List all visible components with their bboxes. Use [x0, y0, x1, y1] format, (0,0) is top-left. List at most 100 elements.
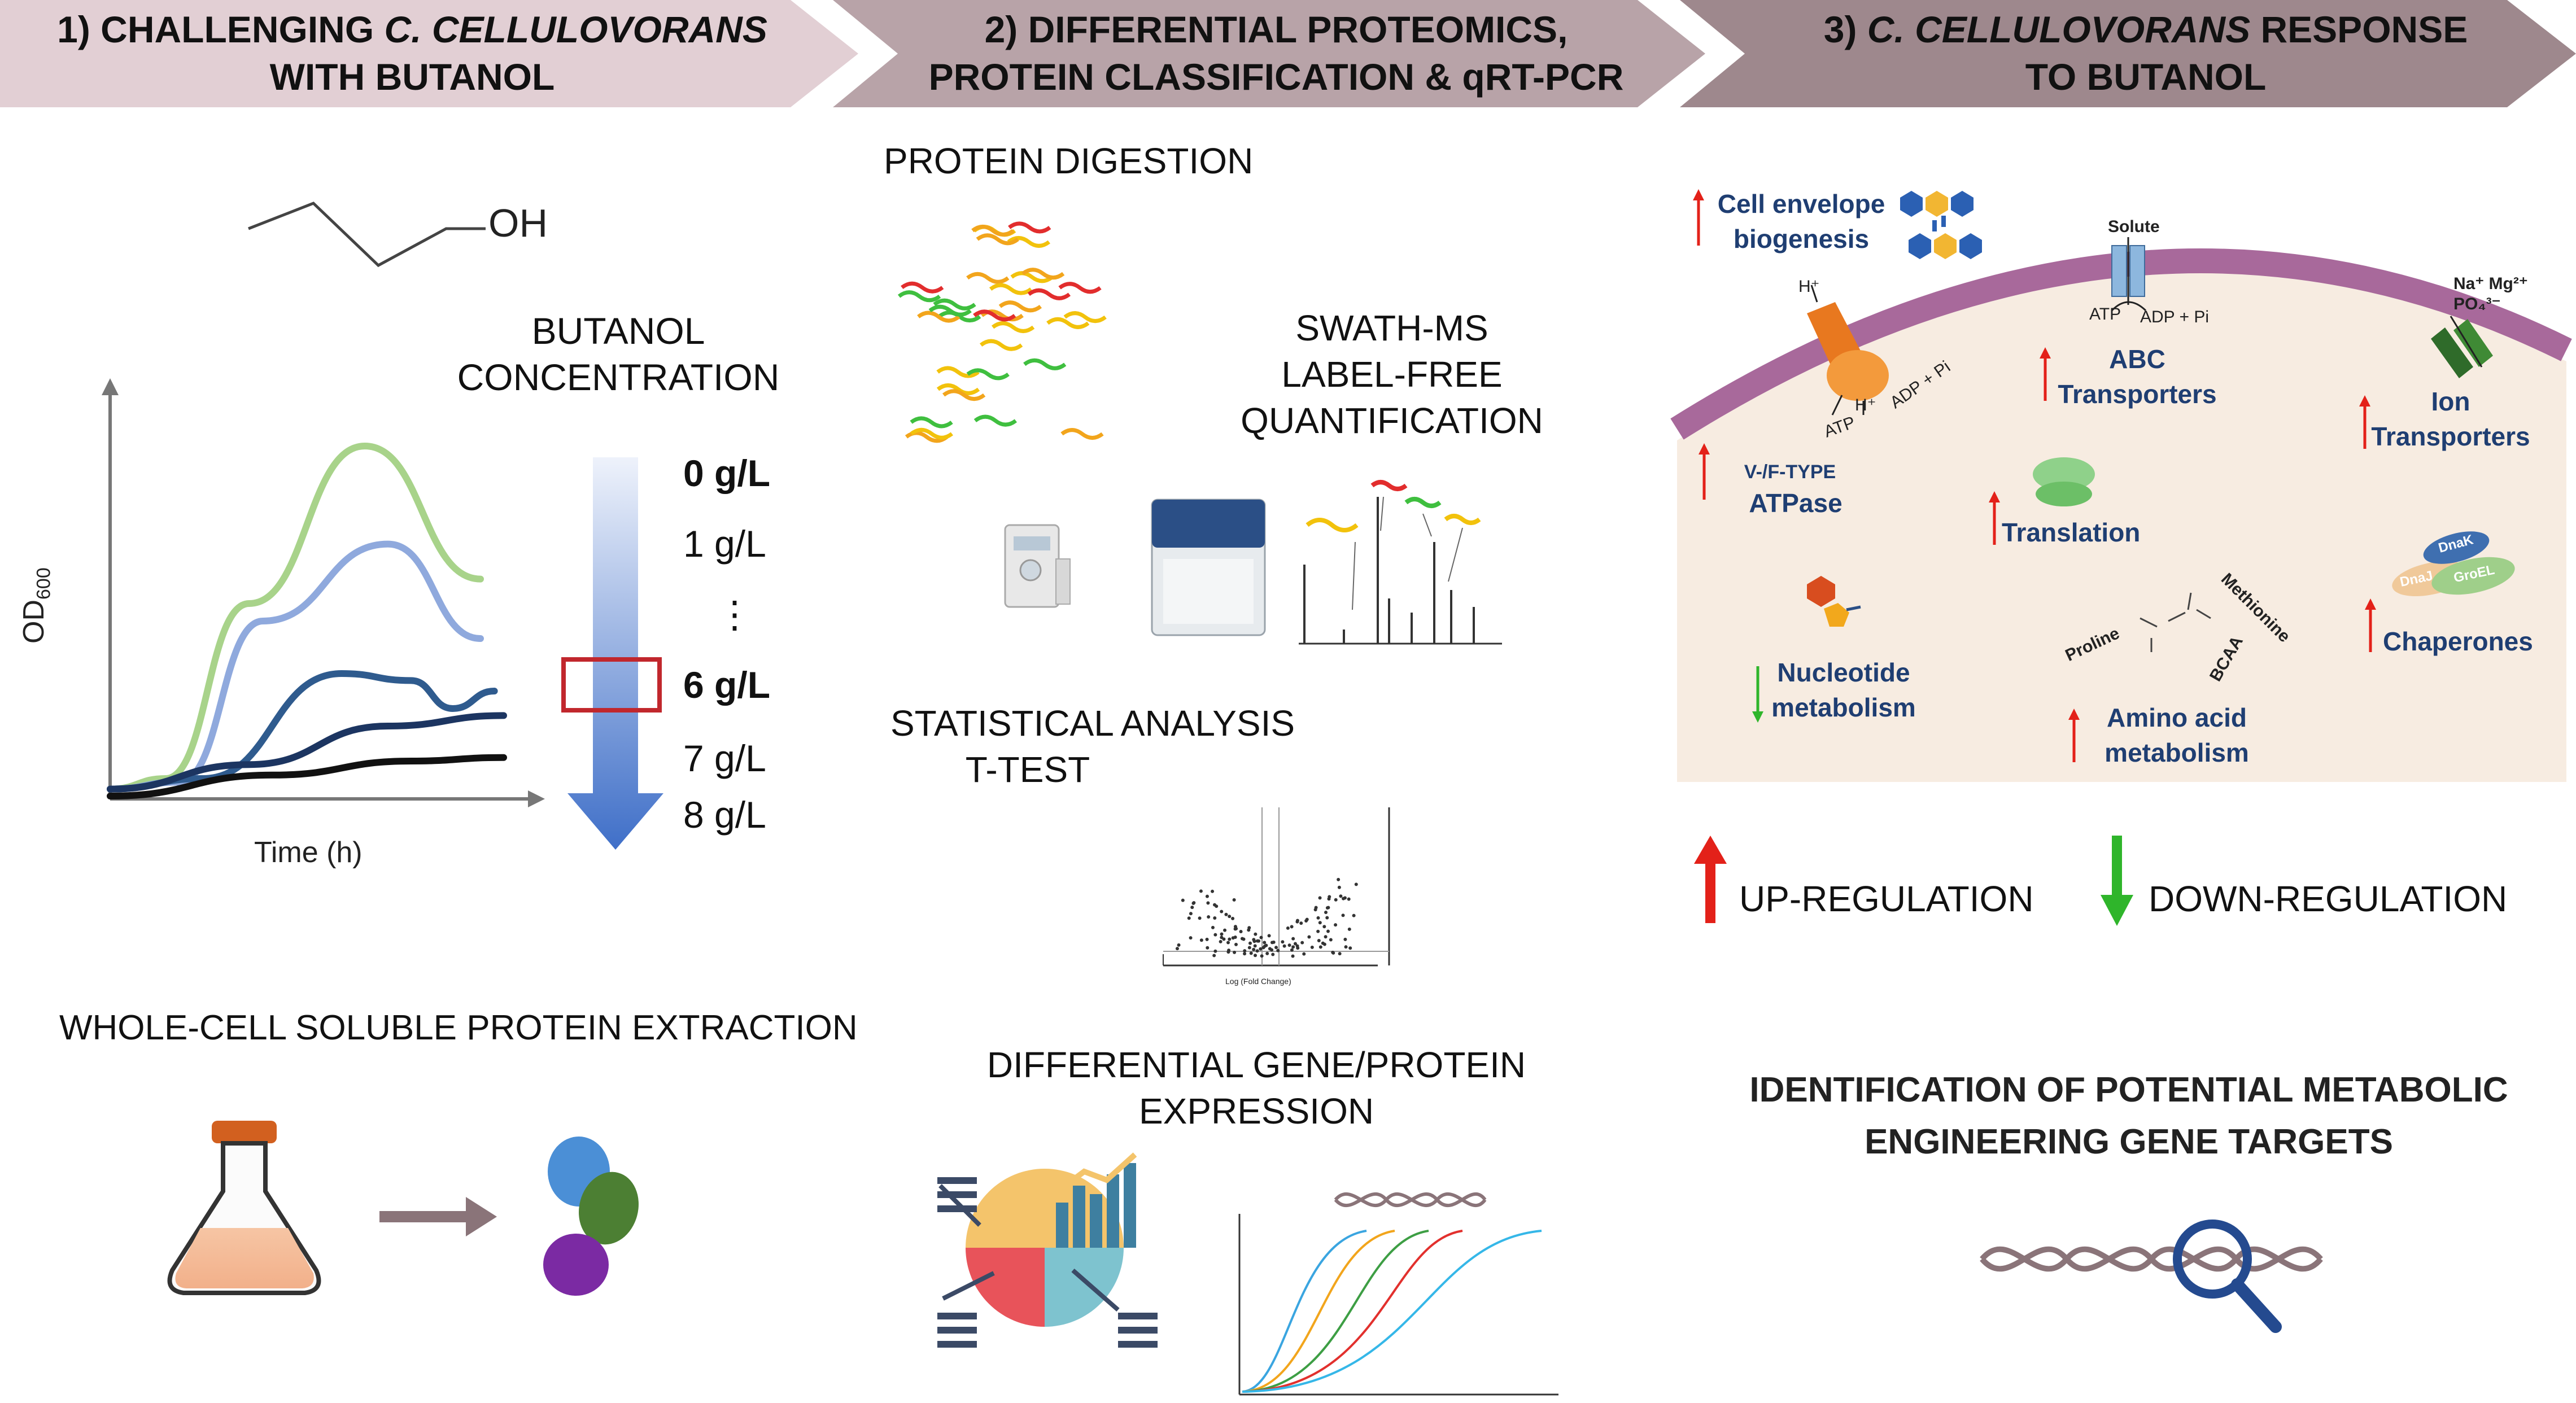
volcano-point: [1207, 915, 1211, 919]
volcano-point: [1354, 882, 1358, 886]
volcano-point: [1233, 936, 1237, 939]
volcano-point: [1352, 914, 1356, 917]
volcano-point: [1347, 897, 1351, 901]
volcano-point: [1324, 935, 1328, 939]
volcano-point: [1259, 936, 1263, 939]
volcano-point: [1326, 929, 1330, 933]
peptide: [973, 309, 1016, 322]
concentration-title-line1: BUTANOL: [531, 310, 705, 352]
vf-type-label: V-/F-TYPE: [1744, 461, 1836, 483]
ion-line2: Transporters: [2371, 422, 2530, 451]
volcano-point: [1282, 944, 1286, 948]
peptide: [966, 272, 1010, 284]
peptide: [917, 311, 960, 323]
concentration-1: 1 g/L: [683, 523, 766, 565]
peptide: [1021, 268, 1065, 280]
pie-chart-icon: [937, 1152, 1158, 1348]
growth-curve-1: [107, 442, 484, 793]
atpase-icon: [1807, 285, 1889, 416]
differential-line1: DIFFERENTIAL GENE/PROTEIN: [986, 1044, 1526, 1085]
extraction-label: WHOLE-CELL SOLUBLE PROTEIN EXTRACTION: [59, 1008, 858, 1047]
cell-envelope-line2: biogenesis: [1733, 224, 1870, 253]
nucleotide-label: Nucleotide metabolism: [1765, 655, 1923, 725]
flask-icon: [167, 1121, 321, 1295]
volcano-point: [1252, 947, 1256, 951]
protein-digestion-label: PROTEIN DIGESTION: [884, 141, 1254, 181]
growth-curve-2: [107, 540, 484, 793]
volcano-point: [1300, 941, 1304, 945]
header-step3-prefix: 3): [1823, 8, 1867, 50]
y-axis-label-sub: 600: [33, 567, 55, 600]
peptide: [976, 233, 1019, 246]
volcano-point: [1313, 908, 1317, 912]
volcano-point: [1291, 954, 1295, 958]
nucleotide-icon: [1807, 576, 1861, 627]
growth-curve-5: [107, 754, 507, 799]
x-axis-arrow: [528, 790, 545, 807]
nucleotide-line1: Nucleotide: [1777, 658, 1910, 687]
down-regulation-label: DOWN-REGULATION: [2149, 878, 2508, 919]
volcano-point: [1321, 941, 1325, 945]
volcano-point: [1337, 885, 1341, 889]
volcano-point: [1254, 954, 1258, 958]
volcano-point: [1281, 940, 1285, 944]
arrow-right-icon: [379, 1197, 497, 1236]
translation-label: Translation: [2002, 518, 2141, 547]
identification-line1: IDENTIFICATION OF POTENTIAL METABOLIC: [1749, 1070, 2508, 1109]
x-axis-label: Time (h): [254, 836, 363, 869]
volcano-point: [1205, 894, 1209, 898]
volcano-point: [1211, 925, 1215, 929]
abc-line1: ABC: [2109, 344, 2165, 374]
dna-magnifier-icon: [1980, 1220, 2323, 1333]
volcano-point: [1228, 915, 1232, 919]
volcano-point: [1338, 952, 1342, 956]
volcano-point: [1291, 945, 1295, 949]
concentration-8: 8 g/L: [683, 794, 766, 836]
concentration-title-line2: CONCENTRATION: [457, 356, 780, 398]
y-axis-label-main: OD: [18, 600, 50, 644]
ion-line1: Ion: [2431, 387, 2470, 416]
volcano-point: [1334, 898, 1338, 902]
amino-acid-structure-icon: [2140, 592, 2211, 652]
peptide: [1063, 311, 1107, 324]
volcano-point: [1260, 954, 1264, 958]
growth-chart: [102, 378, 545, 807]
cell-cytoplasm: [1677, 270, 2566, 782]
peptide: [971, 224, 1015, 237]
abc-atp-label: ATP: [2089, 305, 2121, 324]
swath-line1: SWATH-MS: [1295, 308, 1488, 348]
ribosome-icon: [2033, 457, 2095, 506]
volcano-xlabel: Log (Fold Change): [1225, 977, 1291, 986]
stats-line2: T-TEST: [965, 749, 1090, 790]
peptide: [973, 414, 1018, 427]
volcano-point: [1224, 912, 1228, 916]
volcano-point: [1252, 939, 1256, 943]
abc-transporter-icon: [2111, 237, 2147, 312]
volcano-point: [1219, 939, 1222, 943]
volcano-point: [1267, 934, 1271, 938]
volcano-point: [1233, 950, 1237, 954]
volcano-point: [1206, 946, 1210, 950]
volcano-point: [1220, 932, 1224, 936]
stats-label: STATISTICAL ANALYSIS T-TEST: [864, 700, 1321, 793]
amino-acid-line1: Amino acid: [2107, 703, 2247, 732]
y-axis-arrow: [102, 378, 119, 395]
mass-spectrometer-icon: [1151, 499, 1266, 636]
header-step3-italic: C. CELLULOVORANS: [1867, 8, 2251, 50]
abc-adp-label: ADP + Pi: [2140, 308, 2210, 326]
volcano-point: [1257, 939, 1261, 943]
volcano-point: [1293, 942, 1297, 946]
atpase-label: ATPase: [1749, 488, 1843, 518]
butanol-molecule: [248, 202, 486, 268]
volcano-point: [1253, 944, 1257, 948]
volcano-point: [1271, 952, 1275, 956]
peptide: [928, 304, 972, 317]
volcano-point: [1291, 937, 1295, 941]
volcano-point: [1341, 914, 1345, 917]
volcano-point: [1274, 946, 1278, 950]
volcano-point: [1239, 929, 1243, 933]
header-step2-line2: PROTEIN CLASSIFICATION & qRT-PCR: [928, 56, 1624, 98]
header-step1-line2: WITH BUTANOL: [269, 56, 555, 98]
swath-line2: LABEL-FREE: [1281, 354, 1503, 395]
volcano-point: [1189, 936, 1193, 940]
